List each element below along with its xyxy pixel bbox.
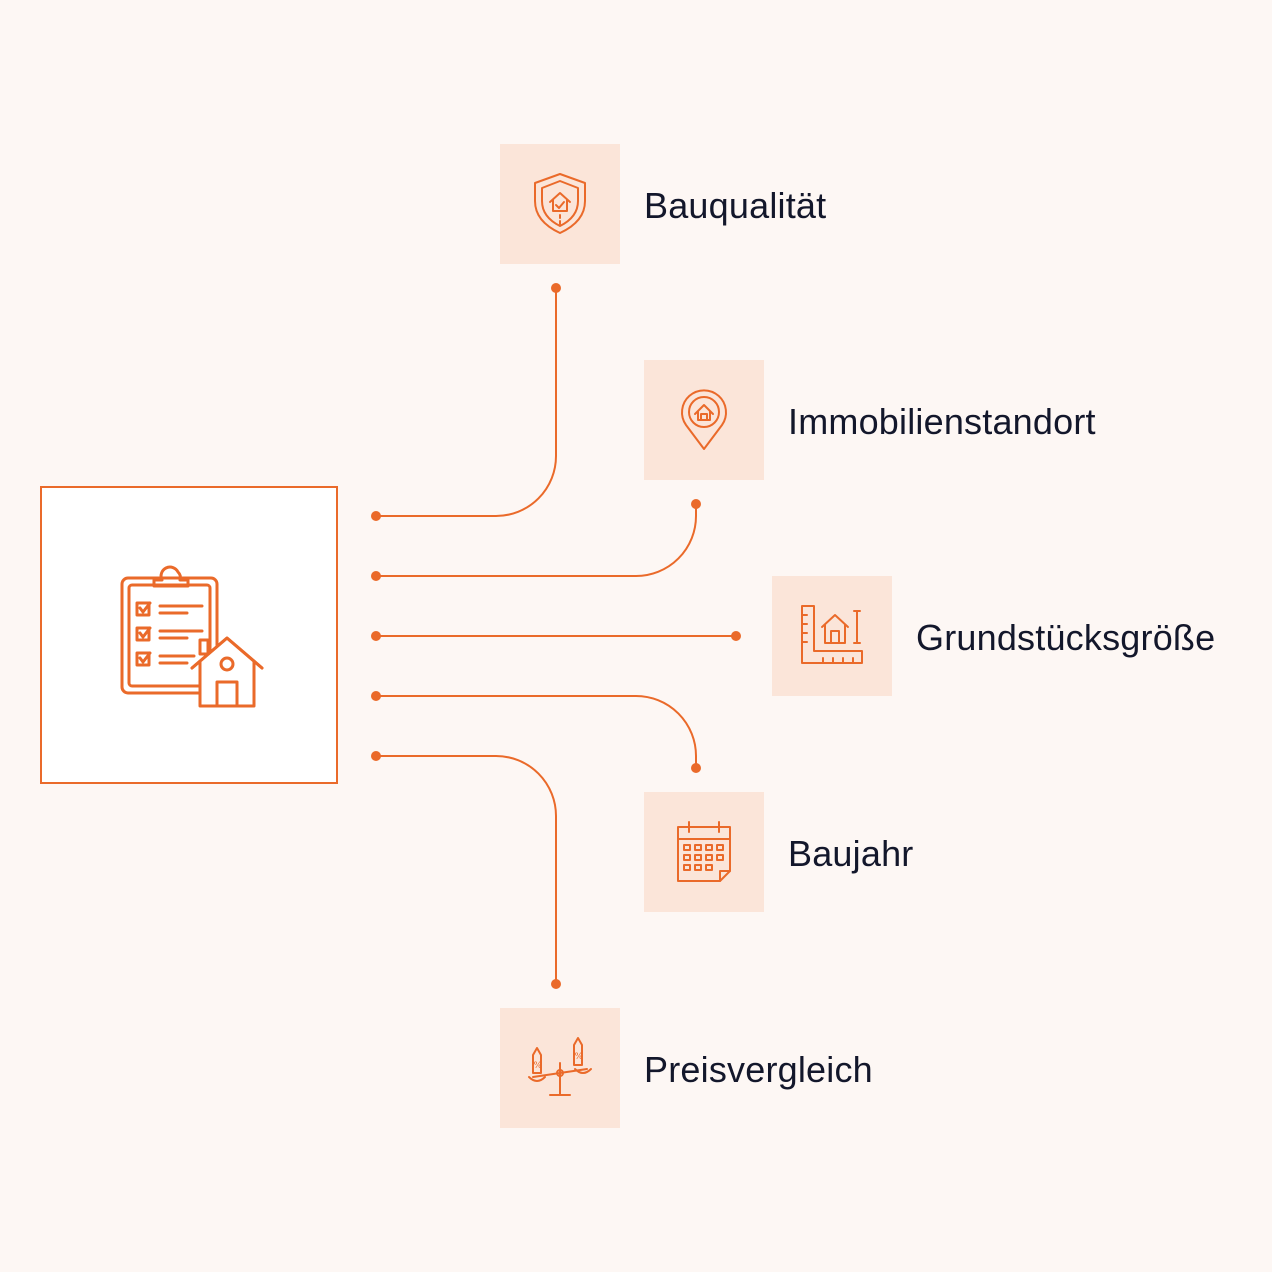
clipboard-house-icon [120,565,264,708]
svg-text:%: % [575,1052,584,1062]
label-baujahr: Baujahr [788,833,914,874]
label-preisvergleich: Preisvergleich [644,1049,873,1090]
label-bauqualitaet: Bauqualität [644,185,827,226]
calendar-icon [677,821,731,882]
label-immobilienstandort: Immobilienstandort [788,401,1096,442]
shield-house-icon [534,173,586,234]
tile-baujahr [644,792,764,912]
tile-preisvergleich: % % [500,1008,620,1128]
svg-text:%: % [534,1061,543,1071]
connector-bauqualitaet [376,288,557,517]
connector-dots [371,283,741,989]
connector-immobilienstandort [376,504,697,577]
central-checklist-box [40,486,338,784]
tile-immobilienstandort [644,360,764,480]
tile-grundstuecksgroesse [772,576,892,696]
label-grundstuecksgroesse: Grundstücksgröße [916,617,1216,658]
connector-baujahr [376,695,697,768]
price-scale-icon: % % [528,1037,592,1096]
connector-preisvergleich [376,755,557,984]
location-pin-house-icon [681,389,727,450]
tile-bauqualitaet [500,144,620,264]
ruler-house-icon [801,605,863,664]
